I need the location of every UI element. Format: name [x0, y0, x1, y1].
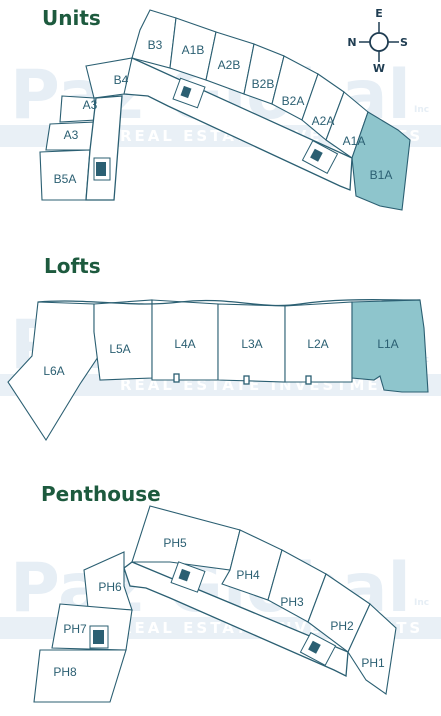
unit-label: B5A	[54, 172, 77, 186]
unit-label: B4	[114, 73, 129, 87]
unit-label: L3A	[241, 337, 262, 351]
unit-b4[interactable]	[85, 57, 133, 99]
compass-south-label: S	[400, 36, 408, 49]
lofts-facade-curve	[37, 299, 421, 307]
lofts-section-title: Lofts	[44, 254, 101, 278]
compass-north-label: N	[347, 36, 356, 49]
unit-label: A3	[64, 128, 79, 142]
unit-label: PH2	[330, 619, 354, 633]
unit-label: PH4	[236, 568, 260, 582]
compass-west-label: W	[373, 62, 385, 75]
units-core-stair	[180, 85, 192, 99]
unit-b3[interactable]	[131, 9, 177, 69]
unit-label: B2A	[282, 94, 305, 108]
unit-ph1[interactable]	[347, 603, 397, 695]
unit-label: PH7	[63, 622, 87, 636]
unit-label: A2A	[312, 114, 335, 128]
unit-label: A1B	[182, 43, 205, 57]
unit-label: B2B	[252, 77, 275, 91]
unit-l1a[interactable]	[351, 299, 429, 393]
compass-rose: E N S W	[347, 7, 408, 75]
unit-label: A3	[83, 98, 98, 112]
unit-l5a[interactable]	[93, 299, 153, 381]
penthouse-corridor	[123, 561, 349, 678]
unit-label: PH8	[53, 665, 77, 679]
units-floor-plan: B3 A1B A2B B2B B2A A2A A1A B1A B4 A3 A3 …	[39, 9, 411, 211]
unit-label: PH3	[280, 595, 304, 609]
lofts-floor-plan: L6A L5A L4A L3A L2A L1A	[7, 299, 429, 442]
units-core-stair	[96, 162, 106, 176]
lofts-notch	[305, 375, 312, 385]
unit-label: L5A	[109, 342, 130, 356]
penthouse-core-stair	[178, 568, 191, 582]
lofts-notch	[243, 375, 250, 385]
unit-ph4[interactable]	[221, 529, 283, 601]
unit-label: PH6	[98, 580, 122, 594]
lofts-notch	[173, 373, 180, 383]
unit-ph6[interactable]	[83, 551, 133, 611]
unit-label: PH1	[361, 656, 385, 670]
penthouse-section-title: Penthouse	[41, 482, 161, 506]
penthouse-core-stair	[308, 640, 321, 654]
unit-label: A2B	[218, 58, 241, 72]
watermark-suffix: Inc	[414, 105, 429, 115]
unit-ph8[interactable]	[33, 649, 127, 703]
unit-label: A1A	[343, 134, 366, 148]
unit-label: B1A	[370, 168, 393, 182]
unit-label: PH5	[163, 536, 187, 550]
unit-ph5[interactable]	[131, 505, 241, 571]
unit-label: L4A	[174, 337, 195, 351]
penthouse-core-stair	[93, 630, 104, 644]
units-section-title: Units	[42, 6, 101, 30]
unit-label: L2A	[307, 337, 328, 351]
unit-l2a[interactable]	[284, 301, 353, 383]
unit-label: B3	[148, 38, 163, 52]
unit-label: L1A	[377, 337, 398, 351]
unit-b1a[interactable]	[351, 111, 411, 211]
compass-east-label: E	[375, 7, 383, 20]
watermark-suffix: Inc	[414, 598, 429, 608]
unit-label: L6A	[43, 364, 64, 378]
penthouse-floor-plan: PH5 PH4 PH3 PH2 PH1 PH6 PH7 PH8	[33, 505, 397, 703]
units-core-stair	[310, 148, 323, 162]
